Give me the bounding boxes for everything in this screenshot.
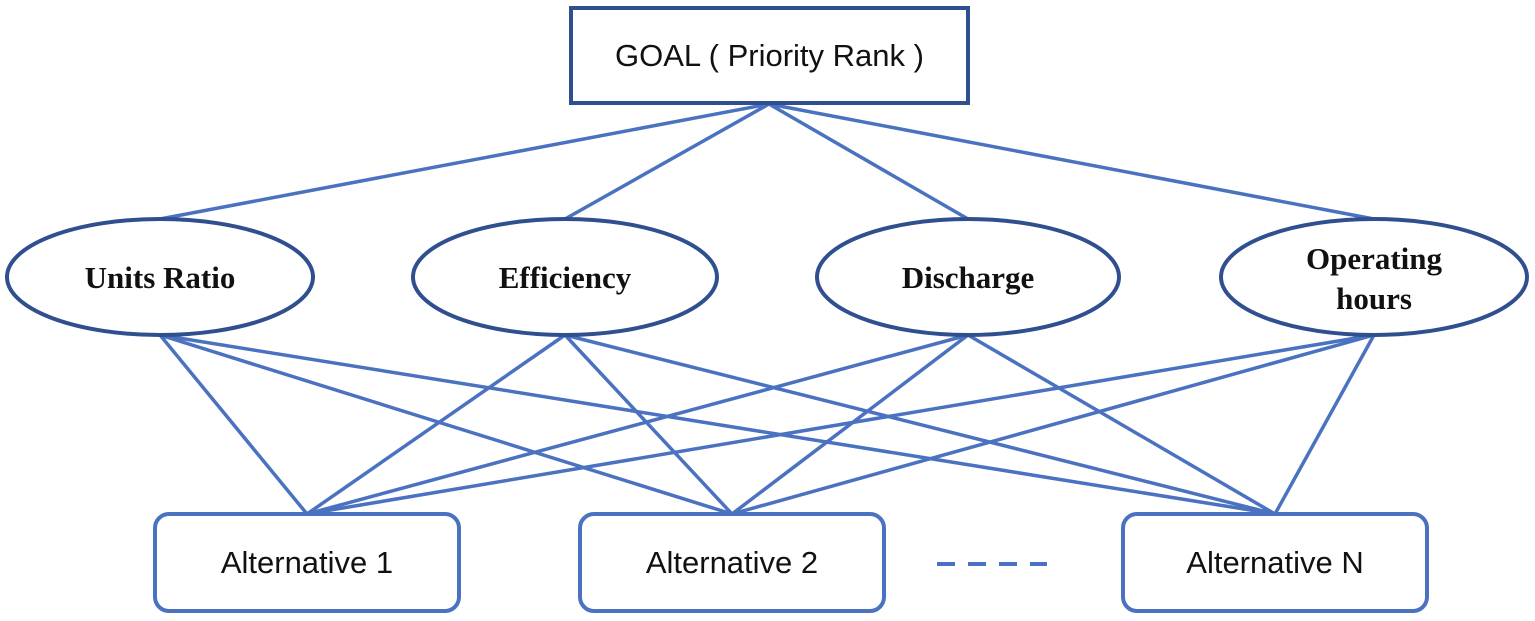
connector-goal-to-discharge — [768, 102, 969, 221]
criterion-ellipse — [411, 217, 719, 337]
connector-efficiency-to-alternative-n — [564, 333, 1276, 516]
alternative-box — [1121, 512, 1429, 613]
alternative-node-n: Alternative N — [1121, 512, 1429, 613]
alternative-box — [153, 512, 461, 613]
criterion-label-discharge: Discharge — [902, 260, 1035, 295]
alternative-box — [578, 512, 886, 613]
connector-goal-to-efficiency — [564, 102, 770, 221]
alternative-node-2: Alternative 2 — [578, 512, 886, 613]
criterion-label-units-ratio: Units Ratio — [85, 260, 236, 295]
connector-units-ratio-to-alternative-2 — [159, 333, 733, 516]
criterion-label-operating: Operating — [1306, 241, 1443, 276]
criterion-label-efficiency: Efficiency — [499, 260, 632, 295]
connector-units-ratio-to-alternative-n — [159, 333, 1276, 516]
alternative-label-n: Alternative N — [1186, 545, 1363, 580]
criterion-label-hours: hours — [1336, 281, 1412, 316]
connector-units-ratio-to-alternative-1 — [158, 333, 309, 516]
criterion-node-units-ratio: Units Ratio — [5, 217, 315, 337]
criterion-node-efficiency: Efficiency — [411, 217, 719, 337]
alternative-label-2: Alternative 2 — [646, 545, 818, 580]
criterion-ellipse — [1219, 217, 1529, 337]
connector-efficiency-to-alternative-1 — [306, 333, 566, 516]
alternative-label-1: Alternative 1 — [221, 545, 393, 580]
connector-goal-to-units-ratio — [159, 102, 770, 221]
criterion-node-discharge: Discharge — [815, 217, 1121, 337]
criterion-ellipse — [815, 217, 1121, 337]
connector-layer — [158, 102, 1376, 516]
goal-label: GOAL ( Priority Rank ) — [615, 38, 924, 73]
connector-discharge-to-alternative-n — [967, 333, 1276, 516]
connector-efficiency-to-alternative-2 — [563, 333, 734, 516]
goal-node: GOAL ( Priority Rank ) — [569, 6, 970, 105]
connector-operating-hours-to-alternative-1 — [306, 333, 1375, 516]
goal-box — [569, 6, 970, 105]
connector-discharge-to-alternative-1 — [306, 333, 969, 516]
criterion-node-operating-hours: Operating hours — [1219, 217, 1529, 337]
connector-goal-to-operating-hours — [768, 102, 1375, 221]
alternative-node-1: Alternative 1 — [153, 512, 461, 613]
connector-operating-hours-to-alternative-2 — [731, 333, 1375, 516]
connector-operating-hours-to-alternative-n — [1273, 334, 1376, 515]
criterion-ellipse — [5, 217, 315, 337]
